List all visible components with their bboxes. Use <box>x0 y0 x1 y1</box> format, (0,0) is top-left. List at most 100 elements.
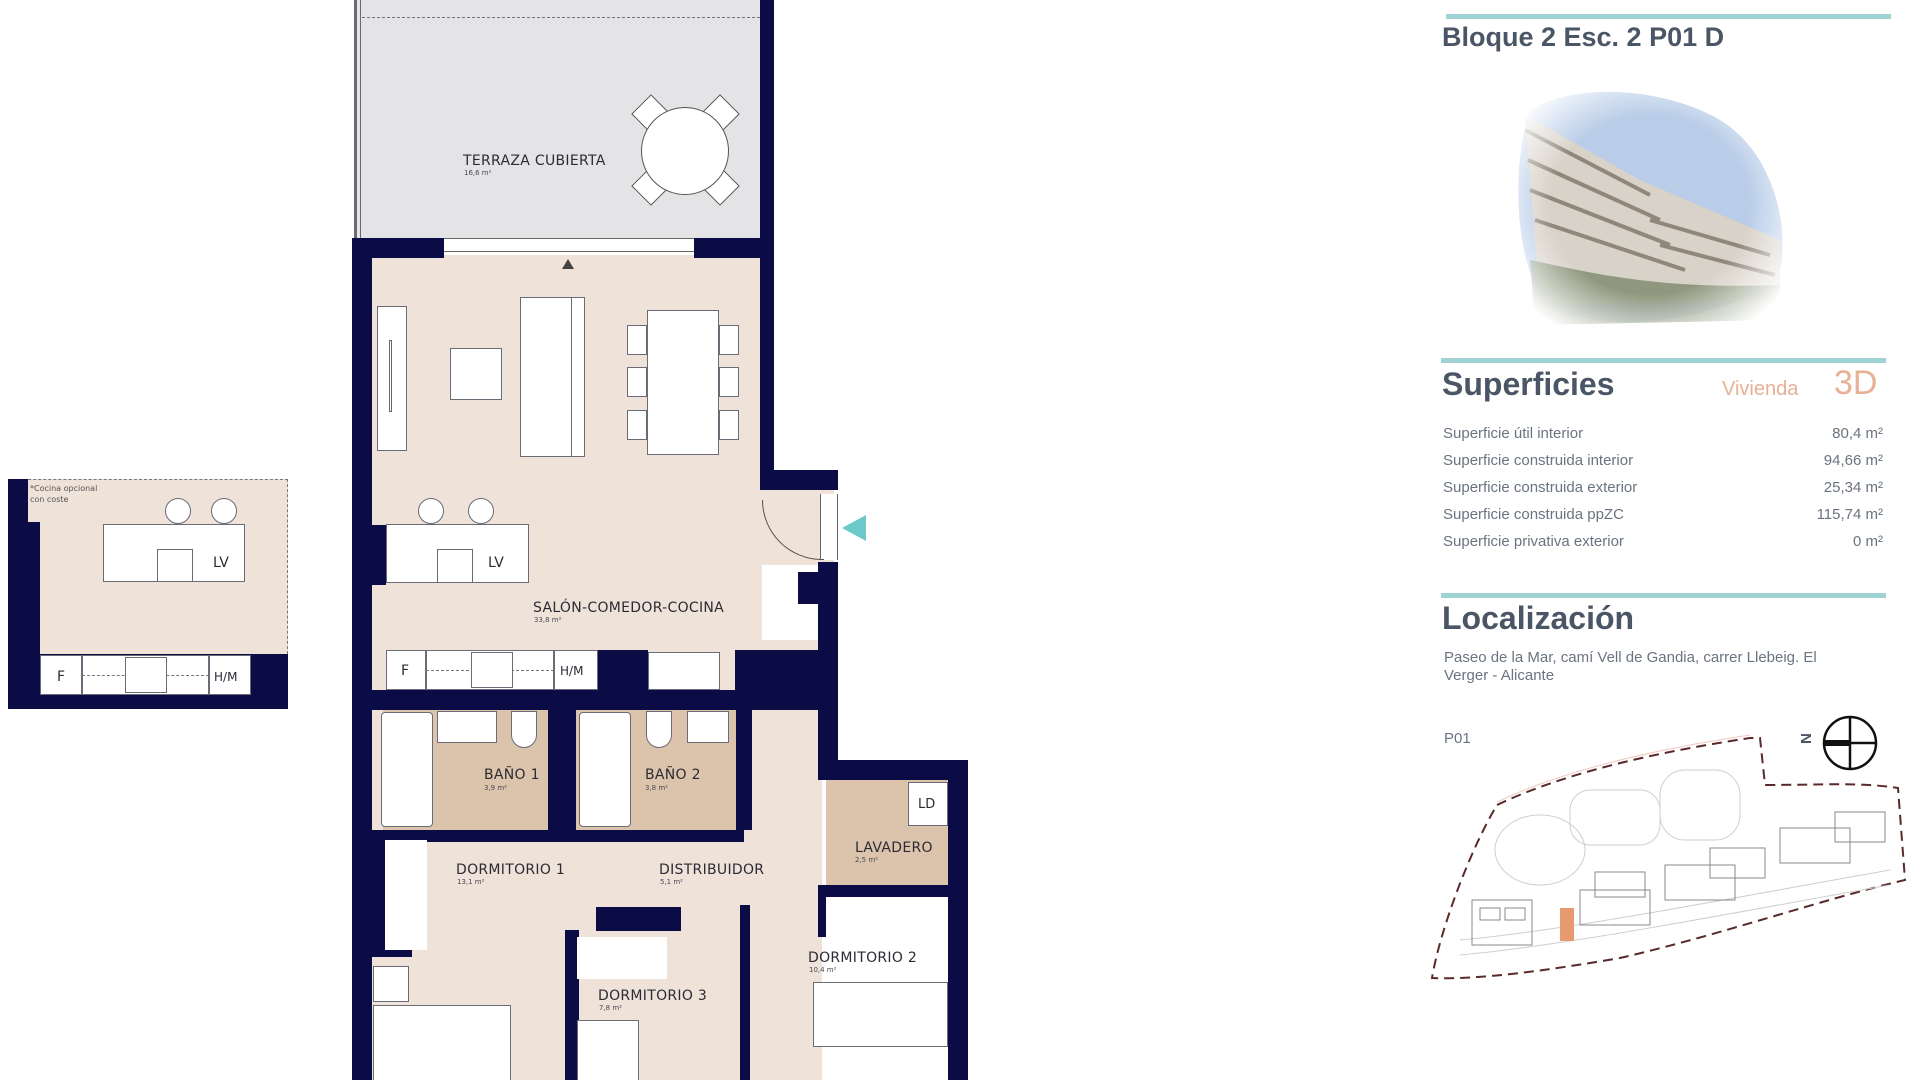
fridge-label: F <box>401 663 410 679</box>
nightstand <box>373 966 409 1002</box>
washbasin-1 <box>437 711 497 743</box>
stool <box>418 498 444 524</box>
tv <box>389 340 392 412</box>
surface-row-value: 115,74 m² <box>1816 506 1883 523</box>
terrace-left-rail-inner <box>360 0 361 240</box>
terrace-round-table <box>641 107 729 195</box>
room-area-dormitorio-3: 7,8 m² <box>599 1004 622 1012</box>
toilet-1 <box>511 711 537 748</box>
wall-lavadero-bottom <box>818 885 968 897</box>
tv-unit <box>377 306 407 451</box>
dwelling-type-label: Vivienda <box>1722 378 1799 400</box>
dining-chair <box>627 410 647 440</box>
location-heading: Localización <box>1442 600 1635 636</box>
unit-title: Bloque 2 Esc. 2 P01 D <box>1442 22 1725 52</box>
room-label-dormitorio-2: DORMITORIO 2 <box>808 950 918 966</box>
coffee-table <box>450 348 502 400</box>
cooktop <box>471 652 513 688</box>
closet-dorm-2 <box>826 897 941 939</box>
wall-island-left <box>372 525 386 585</box>
sofa <box>520 297 585 457</box>
title-rule <box>1446 14 1891 19</box>
wall-dorm3-left <box>565 930 579 1080</box>
oven <box>554 650 598 690</box>
bed-dorm-1 <box>373 1005 511 1080</box>
room-area-salon: 33,8 m² <box>534 616 562 624</box>
bed-dorm-2 <box>813 982 948 1047</box>
dining-chair <box>627 367 647 397</box>
optional-oven <box>209 655 251 695</box>
optional-sink-label: LV <box>213 555 229 571</box>
room-area-lavadero: 2,5 m² <box>855 856 878 864</box>
address-line-1: Paseo de la Mar, camí Vell de Gandia, ca… <box>1444 649 1817 666</box>
wall-right-lower <box>948 760 968 1080</box>
wall-entry-bottom <box>818 562 838 767</box>
optional-island-sink <box>157 549 193 582</box>
dwelling-type-value: 3D <box>1834 364 1878 402</box>
wall-kitchen-right <box>598 650 648 690</box>
toilet-2 <box>646 711 672 748</box>
wall-closet-right <box>735 650 822 710</box>
location-rule <box>1441 593 1886 598</box>
floor-level-label: P01 <box>1444 730 1471 747</box>
optional-kitchen-wall-left-step <box>28 522 40 662</box>
washer-label: LD <box>918 797 936 812</box>
terrace-dashed-line <box>362 17 760 18</box>
washing-machine <box>908 782 948 826</box>
wall-top-right <box>694 238 774 258</box>
location-address: Paseo de la Mar, camí Vell de Gandia, ca… <box>1444 649 1817 685</box>
optional-fridge-label: F <box>57 669 66 685</box>
closet-dorm-1 <box>385 840 427 950</box>
room-area-dormitorio-2: 10,4 m² <box>809 966 837 974</box>
room-area-terrace: 16,6 m² <box>464 169 492 177</box>
bed-dorm-3 <box>577 1020 639 1080</box>
stool <box>468 498 494 524</box>
room-label-distribuidor: DISTRIBUIDOR <box>659 862 765 878</box>
surface-row-label: Superficie construida interior <box>1443 452 1634 469</box>
room-area-distribuidor: 5,1 m² <box>660 878 683 886</box>
terrace-left-rail <box>354 0 357 240</box>
dining-chair <box>719 367 739 397</box>
site-plan-map <box>1430 734 1907 980</box>
floor-plan: TERRAZA CUBIERTA 16,6 m² LV SALÓN-COMEDO… <box>8 0 968 1080</box>
room-label-dormitorio-1: DORMITORIO 1 <box>456 862 566 878</box>
wall-bath2-right <box>736 710 752 830</box>
dining-chair <box>719 325 739 355</box>
dining-chair <box>627 325 647 355</box>
optional-fridge <box>40 655 82 695</box>
room-area-dormitorio-1: 13,1 m² <box>457 878 485 886</box>
island-sink <box>437 549 473 583</box>
stool <box>211 498 237 524</box>
north-marker-icon <box>562 259 574 269</box>
optional-kitchen-note-line1: *Cocina opcional <box>30 484 98 493</box>
wall-lavadero-top <box>818 760 968 780</box>
room-area-bano-1: 3,9 m² <box>484 784 507 792</box>
optional-kitchen-note: *Cocina opcional con coste <box>30 483 97 505</box>
fridge <box>386 650 426 690</box>
sofa-back <box>571 297 572 457</box>
optional-kitchen-wall-left <box>8 479 28 709</box>
unit-location-highlight <box>1560 908 1574 941</box>
stool <box>165 498 191 524</box>
bathtub-1 <box>381 712 433 827</box>
wall-top-left <box>352 238 444 258</box>
wall-left-outer <box>352 238 372 1080</box>
surface-row-value: 94,66 m² <box>1823 452 1883 469</box>
address-line-2: Verger - Alicante <box>1444 667 1555 684</box>
optional-oven-label: H/M <box>214 670 238 684</box>
dining-chair <box>719 410 739 440</box>
room-label-terrace: TERRAZA CUBIERTA <box>463 153 606 169</box>
wall-entry-stub <box>798 572 820 604</box>
room-label-lavadero: LAVADERO <box>855 840 933 856</box>
surface-row-value: 25,34 m² <box>1823 479 1883 496</box>
surface-row-value: 0 m² <box>1853 533 1883 550</box>
info-panel: Bloque 2 Esc. 2 P01 D <box>1400 0 1920 1080</box>
building-rendering <box>1500 70 1800 340</box>
wall-right-upper <box>760 258 774 473</box>
wall-entry-top <box>760 470 838 490</box>
surfaces-heading: Superficies <box>1442 366 1615 402</box>
building-rendering-image <box>1500 70 1800 340</box>
dining-table <box>647 310 719 455</box>
room-label-dormitorio-3: DORMITORIO 3 <box>598 988 708 1004</box>
room-area-bano-2: 3,8 m² <box>645 784 668 792</box>
